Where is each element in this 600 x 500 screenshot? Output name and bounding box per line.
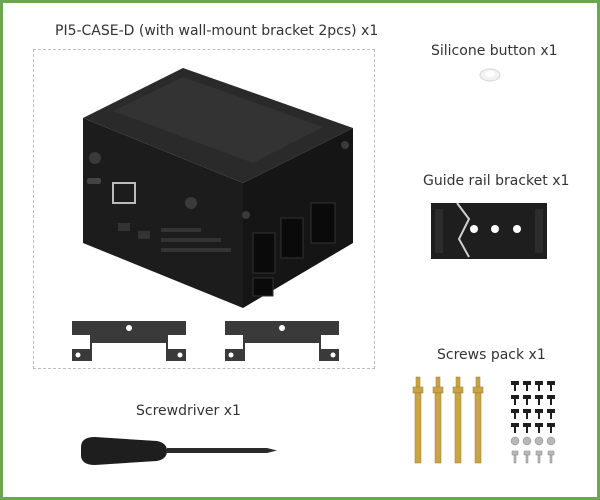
screwdriver-image [81,437,277,465]
screws-label: Screws pack x1 [437,347,546,363]
silicone-button-image [479,68,501,82]
wall-mount-bracket-left [72,321,186,361]
case-dashed-region [33,49,375,369]
guide-rail-bracket-image [431,202,547,259]
case-image [83,68,353,308]
guide-rail-label: Guide rail bracket x1 [423,173,570,189]
screws-image [412,376,556,464]
wall-mount-bracket-right [225,321,339,361]
case-label: PI5-CASE-D (with wall-mount bracket 2pcs… [55,23,379,39]
screwdriver-label: Screwdriver x1 [136,403,241,419]
silicone-button-label: Silicone button x1 [431,43,558,59]
